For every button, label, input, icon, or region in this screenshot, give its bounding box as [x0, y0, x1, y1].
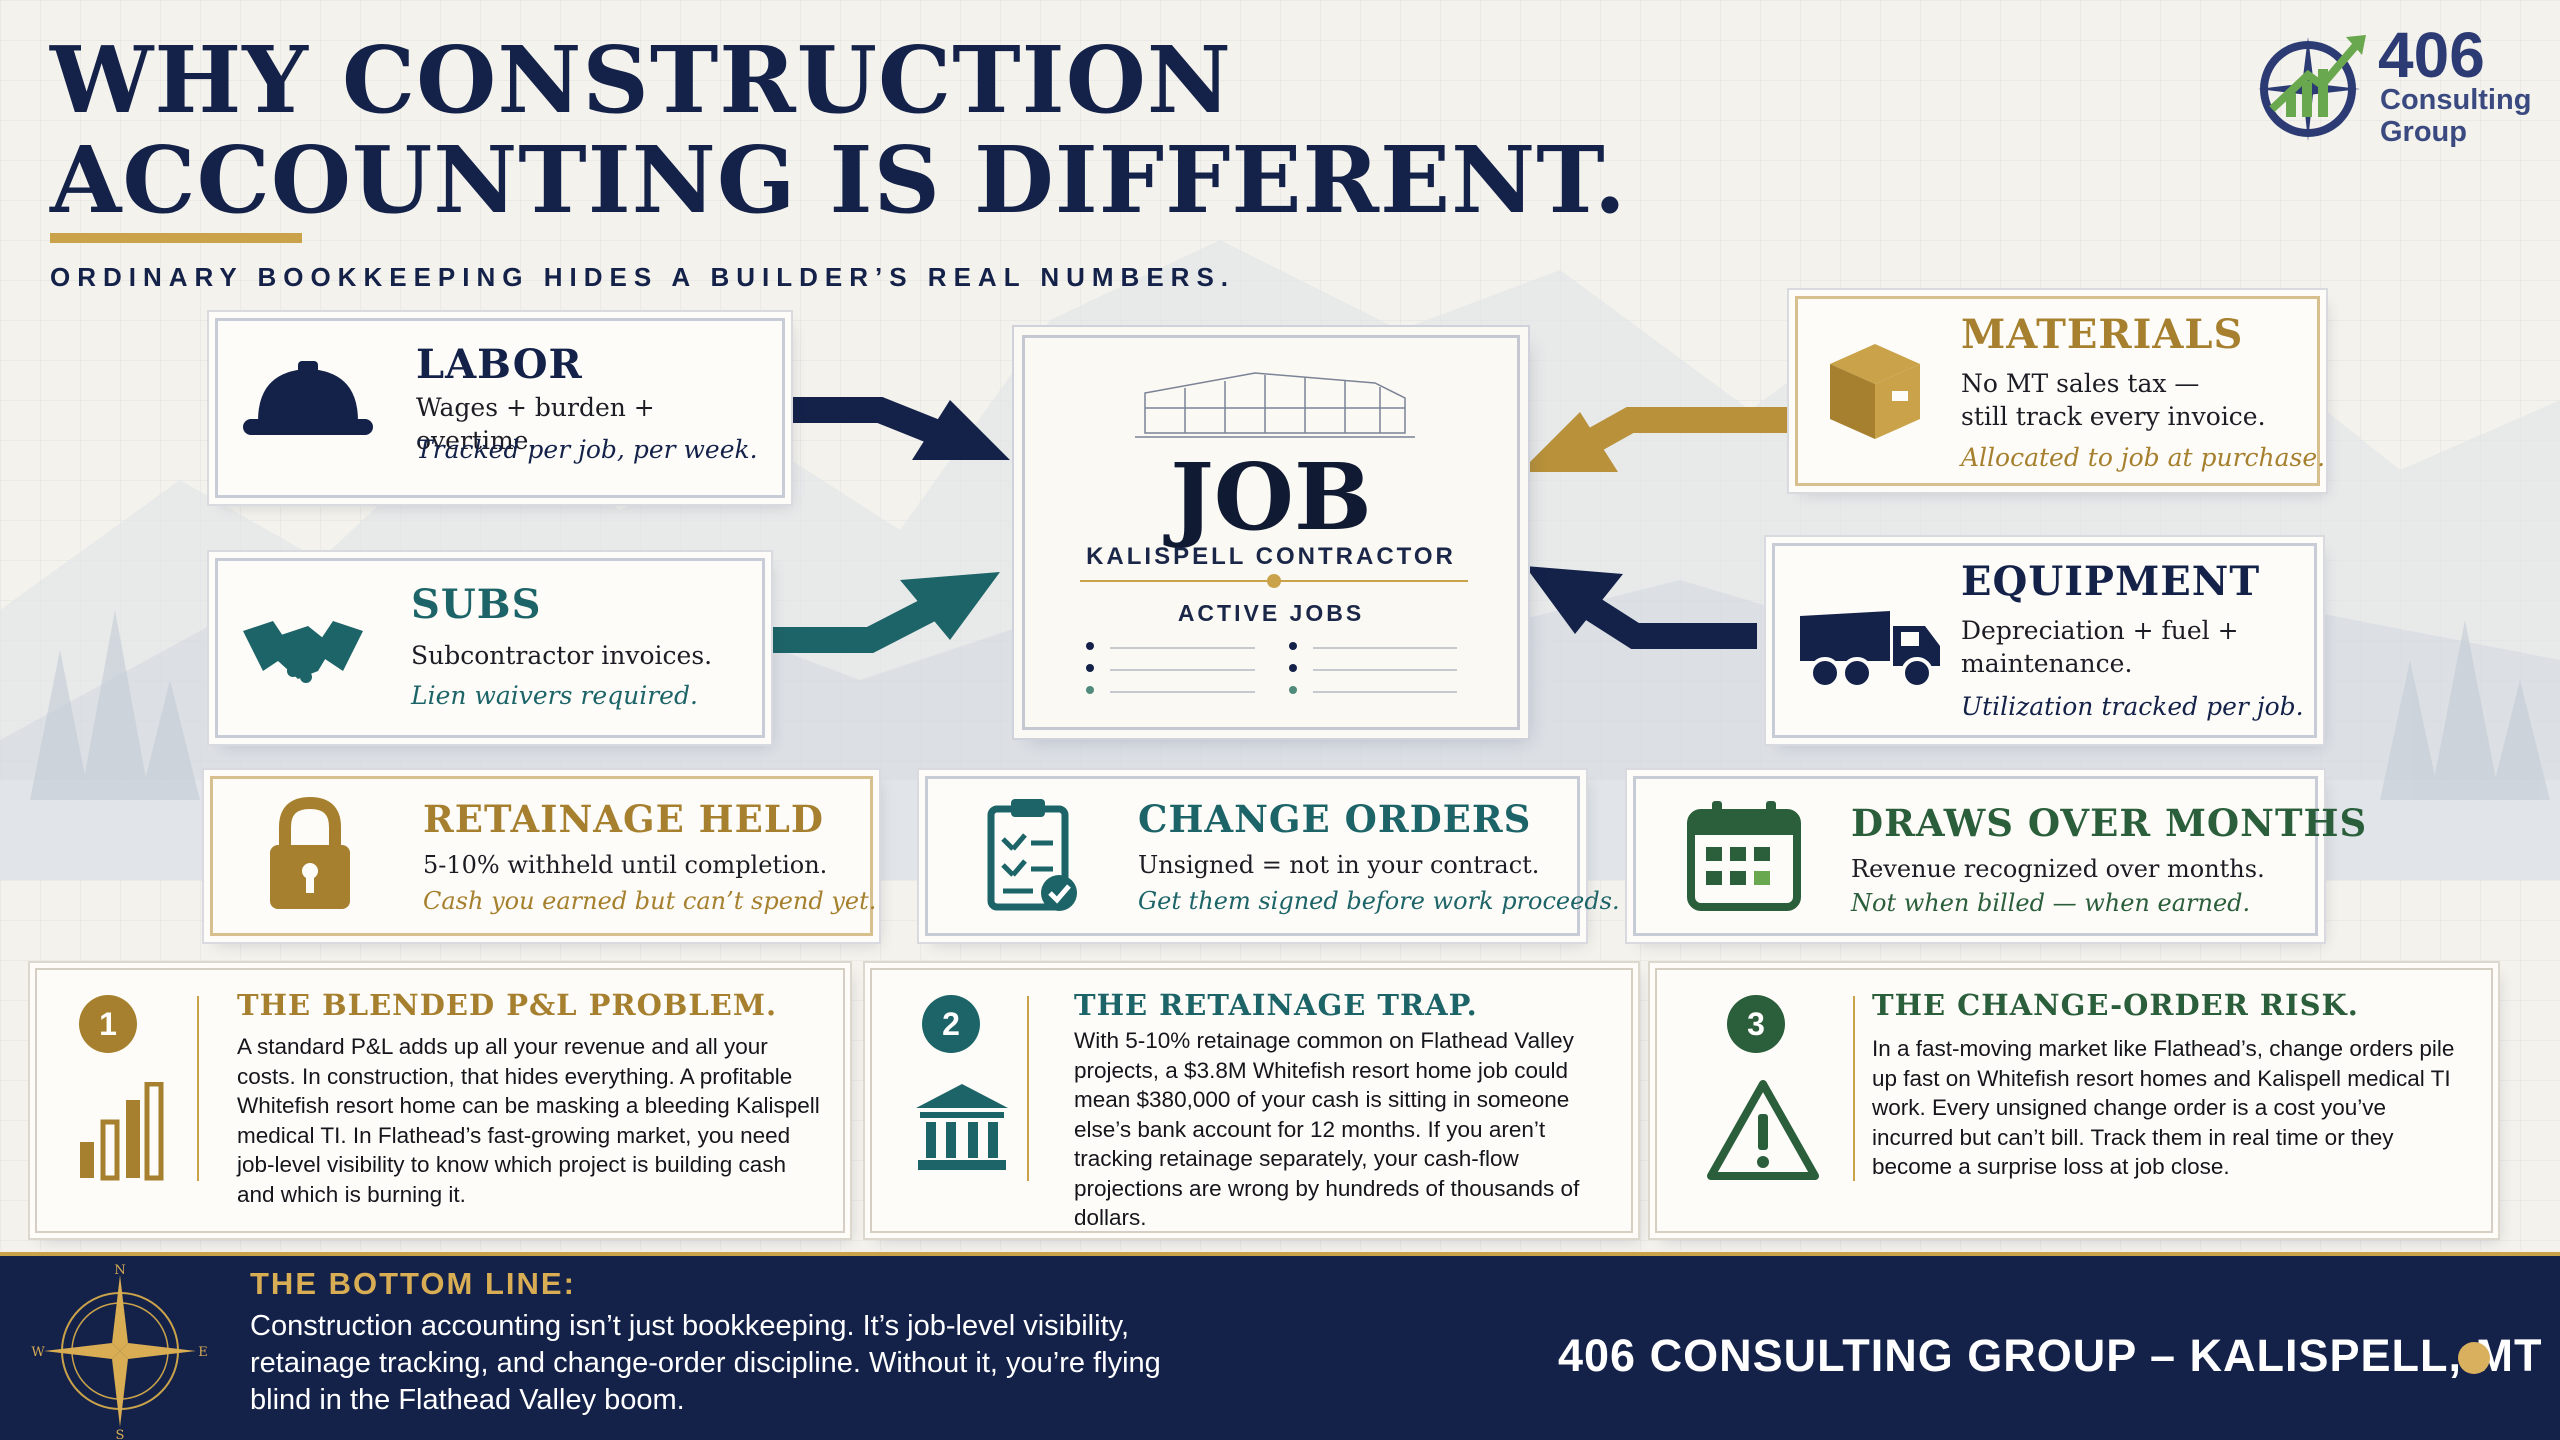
job-subtitle: KALISPELL CONTRACTOR: [1086, 543, 1456, 570]
page-subtitle: ORDINARY BOOKKEEPING HIDES A BUILDER’S R…: [50, 262, 1236, 292]
bank-icon: [916, 1084, 1008, 1170]
materials-card: MATERIALS No MT sales tax — still track …: [1795, 296, 2325, 486]
labor-title: LABOR: [416, 341, 583, 388]
compass-w: W: [31, 1345, 45, 1360]
retainage-title: RETAINAGE HELD: [423, 797, 824, 841]
change-orders-card: CHANGE ORDERS Unsigned = not in your con…: [925, 776, 1620, 936]
subs-title: SUBS: [411, 581, 542, 628]
draws-note: Not when billed — when earned.: [1851, 889, 2251, 917]
problem-card-3: 3 THE CHANGE-ORDER RISK. In a fast-movin…: [1655, 968, 2493, 1233]
equipment-note: Utilization tracked per job.: [1961, 692, 2304, 721]
job-title: JOB: [1170, 443, 1372, 551]
problem-separator-3: [1853, 996, 1855, 1181]
logo-name: Consulting Group: [2380, 84, 2532, 148]
compass-e: E: [198, 1345, 208, 1360]
problem-title-1: THE BLENDED P&L PROBLEM.: [237, 988, 778, 1022]
labor-detail: Wages + burden + overtime.: [416, 393, 655, 455]
draws-card: DRAWS OVER MONTHS Revenue recognized ove…: [1633, 776, 2366, 936]
change-orders-note: Get them signed before work proceeds.: [1138, 887, 1620, 915]
problem-text-2: With 5-10% retainage common on Flathead …: [1074, 1028, 1580, 1230]
compass-rose-icon: N S W E: [31, 1263, 208, 1440]
retainage-note: Cash you earned but can’t spend yet.: [423, 887, 877, 915]
page-title: WHY CONSTRUCTION ACCOUNTING IS DIFFERENT…: [50, 26, 1627, 234]
hard-hat-icon: [243, 361, 373, 435]
clipboard-check-icon: [987, 799, 1077, 911]
materials-arrow: [1520, 407, 1790, 472]
equipment-card: EQUIPMENT Depreciation + fuel + maintena…: [1772, 543, 2317, 738]
company-logo: 406 Consulting Group: [2248, 18, 2548, 158]
labor-card: LABOR Wages + burden + overtime. Tracked…: [215, 318, 785, 498]
problem-title-2: THE RETAINAGE TRAP.: [1074, 988, 1478, 1022]
problem-title-3: THE CHANGE-ORDER RISK.: [1872, 988, 2359, 1022]
job-list-lines: [1086, 642, 1457, 694]
subs-note: Lien waivers required.: [411, 681, 698, 710]
labor-note: Tracked per job, per week.: [416, 435, 758, 464]
change-orders-title: CHANGE ORDERS: [1138, 797, 1532, 841]
problem-separator-2: [1027, 996, 1029, 1181]
retainage-card: RETAINAGE HELD 5-10% withheld until comp…: [210, 776, 877, 936]
building-sketch-icon: [1135, 372, 1415, 438]
job-divider-dot: [1267, 574, 1281, 588]
materials-detail: No MT sales tax — still track every invo…: [1961, 369, 2266, 431]
warning-icon: [1707, 1080, 1819, 1180]
bottom-line-footer: N S W E THE BOTTOM LINE: Construction ac…: [0, 1252, 2560, 1440]
materials-note: Allocated to job at purchase.: [1961, 443, 2326, 472]
lock-icon: [270, 797, 350, 909]
problem-card-2: 2 THE RETAINAGE TRAP. With 5-10% retaina…: [870, 968, 1633, 1233]
compass-n: N: [114, 1263, 125, 1278]
problem-number-1: 1: [79, 995, 137, 1053]
problem-card-1: 1 THE BLENDED P&L PROBLEM. A standard P&…: [35, 968, 845, 1233]
title-underline: [50, 233, 302, 243]
dump-truck-icon: [1800, 611, 1940, 689]
calendar-icon: [1687, 801, 1801, 911]
logo-number: 406: [2378, 19, 2485, 91]
problem-number-2: 2: [922, 995, 980, 1053]
equipment-detail: Depreciation + fuel + maintenance.: [1961, 616, 2239, 678]
problem-text-1: A standard P&L adds up all your revenue …: [237, 1034, 820, 1207]
job-active-label: ACTIVE JOBS: [1177, 600, 1365, 626]
box-icon: [1830, 344, 1920, 439]
compass-s: S: [116, 1428, 125, 1440]
compass-growth-logo-icon: [2258, 35, 2366, 141]
draws-title: DRAWS OVER MONTHS: [1851, 801, 2368, 845]
draws-detail: Revenue recognized over months.: [1851, 855, 2265, 883]
problem-separator-1: [197, 996, 199, 1181]
problem-text-3: In a fast-moving market like Flathead’s,…: [1872, 1036, 2455, 1179]
bottom-line-text: Construction accounting isn’t just bookk…: [250, 1310, 1161, 1416]
change-orders-detail: Unsigned = not in your contract.: [1138, 851, 1540, 879]
handshake-icon: [243, 621, 363, 683]
equipment-arrow: [1525, 566, 1757, 649]
retainage-detail: 5-10% withheld until completion.: [423, 851, 828, 879]
equipment-title: EQUIPMENT: [1961, 558, 2261, 605]
materials-title: MATERIALS: [1961, 311, 2244, 358]
footer-gold-dot: [2458, 1342, 2490, 1374]
bottom-line-heading: THE BOTTOM LINE:: [250, 1266, 576, 1301]
subs-detail: Subcontractor invoices.: [411, 641, 713, 670]
job-hub-card: JOB KALISPELL CONTRACTOR ACTIVE JOBS: [1022, 335, 1520, 730]
footer-company-location: 406 CONSULTING GROUP – KALISPELL, MT: [1558, 1330, 2543, 1381]
bar-chart-icon: [80, 1082, 164, 1181]
problem-number-3: 3: [1727, 995, 1785, 1053]
subs-card: SUBS Subcontractor invoices. Lien waiver…: [215, 558, 765, 738]
